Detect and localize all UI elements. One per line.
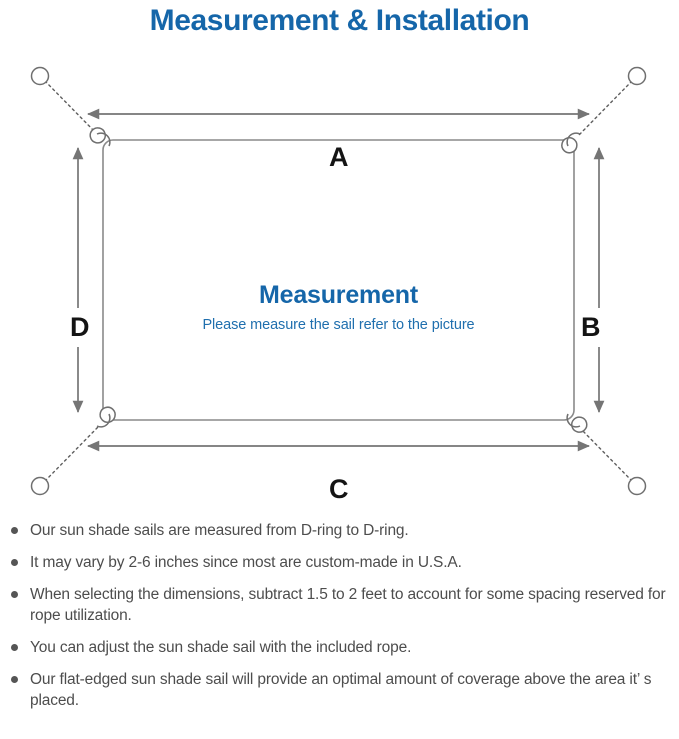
anchor-points xyxy=(30,66,647,496)
bullet-icon xyxy=(11,676,18,683)
rope-bottom-right xyxy=(577,425,633,482)
list-item: Our sun shade sails are measured from D-… xyxy=(0,520,679,541)
d-ring-bottom-left xyxy=(99,406,116,423)
list-item: You can adjust the sun shade sail with t… xyxy=(0,637,679,658)
d-ring-top-left xyxy=(89,127,106,144)
d-ring-arc-top-left xyxy=(96,132,111,147)
note-text: Our sun shade sails are measured from D-… xyxy=(30,522,409,539)
dimension-label-a: A xyxy=(320,142,358,173)
dimension-arrows xyxy=(72,108,605,452)
d-ring-caps xyxy=(96,132,581,428)
bullet-icon xyxy=(11,644,18,651)
dimension-label-d: D xyxy=(67,308,93,347)
list-item: When selecting the dimensions, subtract … xyxy=(0,584,679,626)
anchor-point-bottom-right xyxy=(627,476,647,496)
anchor-point-top-right xyxy=(627,66,647,86)
d-ring-arc-top-right xyxy=(566,132,581,147)
note-text: You can adjust the sun shade sail with t… xyxy=(30,639,412,656)
diagram-svg xyxy=(30,66,647,496)
rope-top-right xyxy=(577,80,633,137)
note-text: It may vary by 2-6 inches since most are… xyxy=(30,554,462,571)
notes-list: Our sun shade sails are measured from D-… xyxy=(0,520,679,722)
d-ring-arc-bottom-right xyxy=(566,413,581,428)
list-item: It may vary by 2-6 inches since most are… xyxy=(0,552,679,573)
d-rings xyxy=(89,127,588,433)
note-text: When selecting the dimensions, subtract … xyxy=(30,586,666,624)
page-title: Measurement & Installation xyxy=(149,4,530,37)
note-text: Our flat-edged sun shade sail will provi… xyxy=(30,671,652,709)
anchor-point-bottom-left xyxy=(30,476,50,496)
bullet-icon xyxy=(11,527,18,534)
rope-lines xyxy=(44,80,633,482)
d-ring-bottom-right xyxy=(571,416,588,433)
list-item: Our flat-edged sun shade sail will provi… xyxy=(0,669,679,711)
sun-shade-sail-measurement-diagram: Measurement Please measure the sail refe… xyxy=(0,44,679,514)
bullet-icon xyxy=(11,559,18,566)
sail-outline xyxy=(102,139,575,421)
anchor-point-top-left xyxy=(30,66,50,86)
bullet-icon xyxy=(11,591,18,598)
dimension-label-c: C xyxy=(320,474,358,505)
d-ring-arc-bottom-left xyxy=(96,413,111,428)
d-ring-top-right xyxy=(561,137,578,154)
rope-bottom-left xyxy=(44,425,100,482)
rope-top-left xyxy=(44,80,100,137)
dimension-label-b: B xyxy=(578,308,604,347)
